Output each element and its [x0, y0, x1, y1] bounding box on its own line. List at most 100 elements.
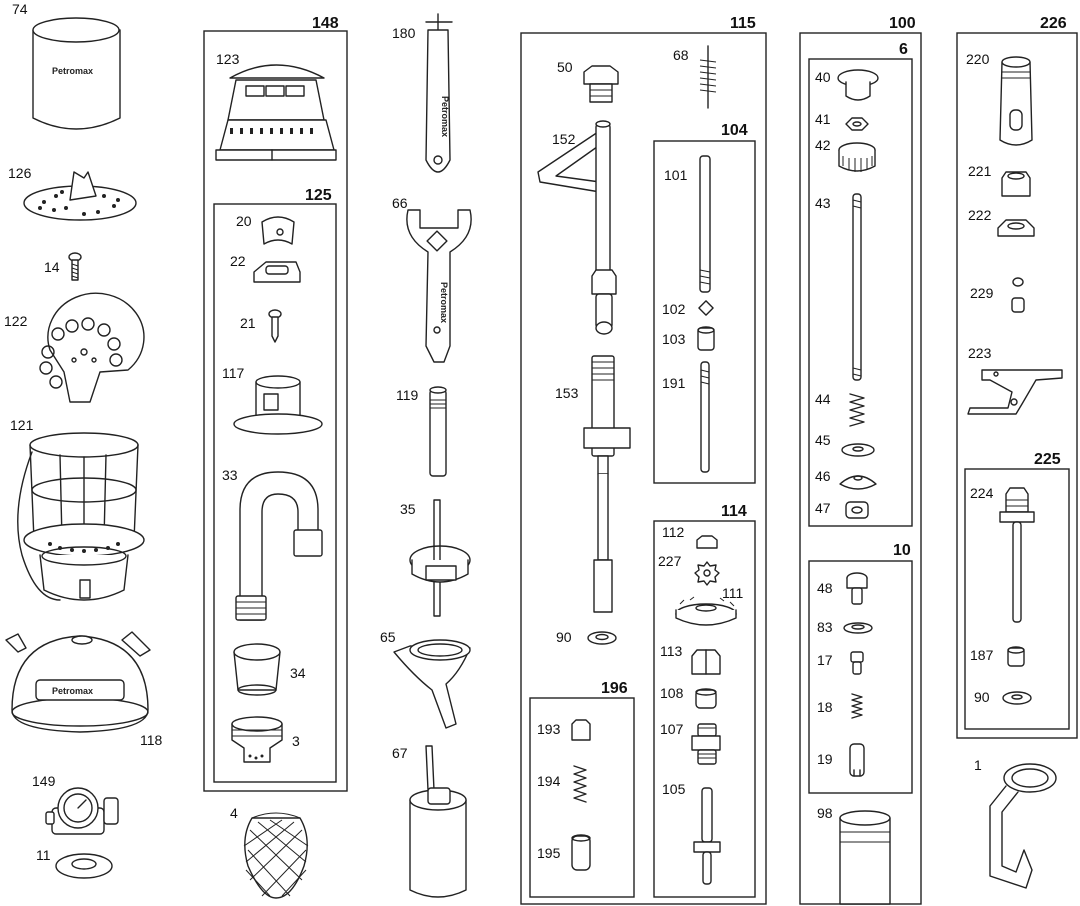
washer-45-part [841, 443, 875, 457]
part-label-66: 66 [392, 195, 408, 211]
part-label-187: 187 [970, 647, 994, 663]
part-label-108: 108 [660, 685, 684, 701]
group-148-box [203, 30, 348, 792]
glass-chimney-part: Petromax [32, 17, 121, 130]
wrench-part: Petromax [406, 209, 472, 363]
handle-1-part [989, 763, 1057, 889]
tube-220-part [999, 56, 1033, 146]
part-label-4: 4 [230, 805, 238, 821]
part-label-113: 113 [660, 643, 683, 659]
group-115-label: 115 [730, 15, 756, 32]
tank-brand-text: Petromax [52, 686, 93, 696]
part-label-44: 44 [815, 391, 831, 407]
part-label-118: 118 [140, 732, 163, 748]
nut-221-part [1001, 171, 1031, 197]
rod-101-part [699, 155, 711, 293]
group-125-box [213, 203, 337, 783]
sleeve-103-part [697, 326, 715, 351]
part-label-90b: 90 [974, 689, 990, 705]
mixing-tube-part [235, 471, 323, 621]
washer-90b-part [1002, 691, 1032, 705]
clamp-35-part [409, 499, 471, 617]
sleeve-19-part [849, 743, 865, 777]
nozzle-224-part [999, 487, 1035, 623]
part-label-3: 3 [292, 733, 300, 749]
part-label-123: 123 [216, 51, 240, 67]
rod-191-part [700, 361, 710, 473]
group-225-box [964, 468, 1070, 730]
part-label-65: 65 [380, 629, 396, 645]
plate-47-part [845, 501, 869, 519]
part-label-224: 224 [970, 485, 994, 501]
part-label-121: 121 [10, 417, 34, 433]
group-10-box [808, 560, 913, 794]
nut-193-part [571, 719, 591, 741]
tube-119-part [429, 386, 447, 477]
part-label-227: 227 [658, 553, 682, 569]
knob-111-part [675, 596, 737, 626]
screw-14-part [68, 252, 82, 281]
part-label-126: 126 [8, 165, 32, 181]
part-label-221: 221 [968, 163, 992, 179]
cup-46-part [839, 475, 877, 490]
nut-112-part [696, 535, 718, 549]
group-115-box [520, 32, 767, 905]
funnel-part [393, 639, 471, 729]
pressure-gauge-part [45, 787, 119, 835]
part-label-48: 48 [817, 580, 833, 596]
part-label-68: 68 [673, 47, 689, 63]
part-label-46: 46 [815, 468, 831, 484]
group-114-label: 114 [721, 503, 747, 520]
fuel-tank-part: Petromax [5, 631, 151, 733]
group-6-box [808, 58, 913, 527]
part-label-19: 19 [817, 751, 833, 767]
washer-83-part [843, 622, 873, 634]
part-label-191: 191 [662, 375, 686, 391]
part-label-119: 119 [396, 387, 419, 403]
screw-229-part [1011, 277, 1025, 313]
part-label-220: 220 [966, 51, 990, 67]
lever-223-part [967, 369, 1063, 415]
part-label-35: 35 [400, 501, 416, 517]
sleeve-108-part [695, 688, 717, 709]
star-washer-227-part [694, 561, 720, 586]
rod-105-part [693, 787, 721, 885]
part-label-107: 107 [660, 721, 684, 737]
part-label-45: 45 [815, 432, 831, 448]
group-225-label: 225 [1034, 451, 1061, 468]
part-label-18: 18 [817, 699, 833, 715]
needle-brush-part [699, 45, 717, 109]
part-label-152: 152 [552, 131, 576, 147]
spring-194-part [573, 765, 587, 803]
hood-part [215, 64, 337, 161]
glass-brand-text: Petromax [52, 66, 93, 76]
group-148-label: 148 [312, 15, 339, 32]
part-label-153: 153 [555, 385, 579, 401]
valve-153-part [583, 355, 631, 613]
gallery-117-part [233, 375, 323, 435]
part-label-40: 40 [815, 69, 831, 85]
part-label-103: 103 [662, 331, 686, 347]
washer-90a-part [587, 631, 617, 645]
washer-11-part [55, 853, 113, 879]
part-label-101: 101 [664, 167, 688, 183]
mantle-part [243, 812, 309, 899]
part-label-111: 111 [722, 585, 743, 601]
fitting-107-part [691, 723, 721, 765]
part-label-122: 122 [4, 313, 28, 329]
part-label-90a: 90 [556, 629, 572, 645]
part-label-74: 74 [12, 1, 28, 17]
nut-113-part [691, 649, 721, 675]
clip-20-part [261, 216, 295, 245]
group-114-box [653, 520, 756, 898]
part-label-149: 149 [32, 773, 56, 789]
group-196-label: 196 [601, 680, 628, 697]
part-label-98: 98 [817, 805, 833, 821]
cleaning-tool-part: Petromax [425, 13, 453, 173]
part-label-41: 41 [815, 111, 831, 127]
valve-152-part [537, 120, 617, 335]
part-label-195: 195 [537, 845, 561, 861]
part-label-222: 222 [968, 207, 992, 223]
group-226-box [956, 32, 1078, 739]
part-label-194: 194 [537, 773, 561, 789]
